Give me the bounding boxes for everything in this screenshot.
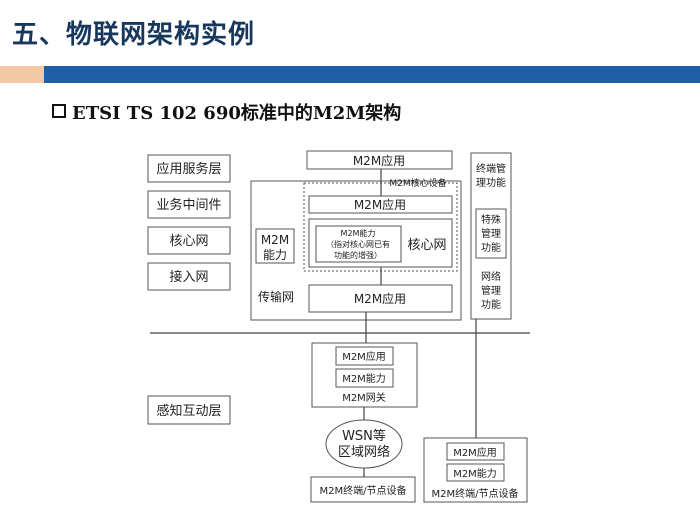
subtitle-text: ETSI TS 102 690标准中的M2M架构: [72, 103, 402, 124]
m2m-capability-inner-box: [315, 225, 402, 263]
core-network-label: 核心网: [407, 238, 446, 253]
square-bullet-icon: [52, 104, 66, 118]
layer-label-app-service: 应用服务层: [156, 161, 221, 177]
layer-label-core-network: 核心网: [169, 234, 208, 249]
special-mgmt-label-2: 管理: [481, 227, 501, 240]
m2m-capability-left-label-2: 能力: [263, 248, 287, 262]
m2m-capability-inner-label-2: （指对核心网已有: [326, 239, 390, 249]
gateway-capability-label: M2M能力: [342, 372, 386, 385]
terminal-mgmt-label-1: 终端管: [476, 162, 506, 175]
layer-box-app-service: [147, 154, 231, 183]
wsn-ellipse: [325, 419, 403, 469]
layer-label-access-network: 接入网: [169, 269, 208, 285]
gateway-app-label: M2M应用: [342, 350, 386, 363]
m2m-capability-inner-label-1: M2M能力: [341, 228, 376, 238]
header-accent-bar: [0, 66, 44, 83]
m2m-core-device-label: M2M核心设备: [389, 177, 446, 189]
layer-box-middleware: [147, 190, 231, 219]
m2m-capability-inner-label-3: 功能的增强）: [334, 250, 382, 260]
special-mgmt-box: [475, 208, 507, 259]
header-bar: [44, 66, 700, 83]
terminal-left-box: [310, 476, 416, 503]
m2m-capability-left-box: [255, 228, 295, 264]
terminal-right-label: M2M终端/节点设备: [432, 487, 519, 500]
slide-title: 五、物联网架构实例: [12, 20, 256, 50]
special-mgmt-label-1: 特殊: [481, 213, 501, 226]
layer-box-core-network: [147, 226, 231, 255]
terminal-left-label: M2M终端/节点设备: [320, 484, 407, 497]
m2m-capability-left-label-1: M2M: [261, 233, 289, 247]
gateway-app-box: [335, 346, 394, 366]
layer-box-access-network: [147, 262, 231, 291]
management-column-box: [470, 152, 512, 320]
gateway-label: M2M网关: [342, 391, 386, 404]
gateway-capability-box: [335, 368, 394, 388]
special-mgmt-label-3: 功能: [481, 241, 501, 254]
terminal-right-capability-box: [446, 463, 505, 482]
network-domain-box: [250, 180, 462, 321]
network-mgmt-label-2: 管理: [481, 284, 501, 297]
wsn-label-1: WSN等: [342, 428, 386, 444]
terminal-right-app-label: M2M应用: [453, 446, 497, 459]
m2m-app-top-box: [306, 150, 453, 170]
network-mgmt-label-1: 网络: [481, 270, 501, 283]
terminal-right-capability-label: M2M能力: [453, 467, 497, 480]
network-mgmt-label-3: 功能: [481, 298, 501, 311]
layer-box-perception: [147, 395, 231, 425]
terminal-mgmt-label-2: 理功能: [476, 176, 506, 189]
m2m-app-core-label: M2M应用: [354, 197, 406, 212]
m2m-app-top-label: M2M应用: [353, 153, 405, 168]
m2m-app-transport-label: M2M应用: [354, 291, 406, 306]
wsn-label-2: 区域网络: [338, 444, 390, 460]
layer-label-perception: 感知互动层: [156, 403, 221, 419]
slide-subtitle: ETSI TS 102 690标准中的M2M架构: [52, 99, 401, 125]
layer-label-middleware: 业务中间件: [156, 197, 221, 213]
terminal-right-app-box: [446, 442, 505, 461]
transport-network-label: 传输网: [258, 289, 294, 304]
